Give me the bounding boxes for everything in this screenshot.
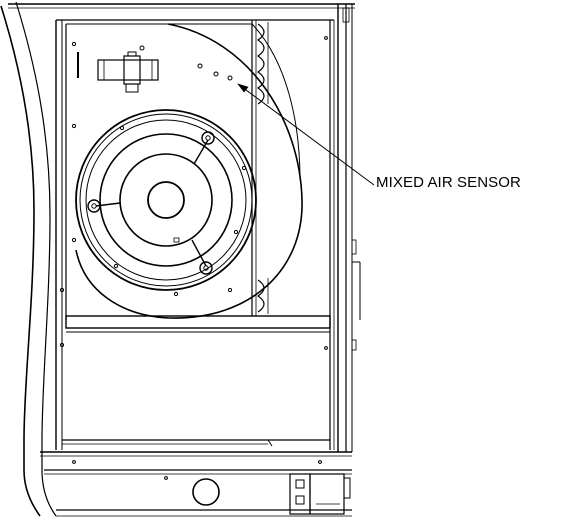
arrowhead-icon bbox=[237, 83, 249, 93]
mixed-air-sensor-label: MIXED AIR SENSOR bbox=[376, 174, 521, 191]
blower-housing bbox=[75, 23, 303, 319]
mixed-air-sensor bbox=[97, 45, 233, 93]
cabinet-right-frame bbox=[337, 3, 361, 452]
blower-support-rail bbox=[65, 315, 331, 333]
blower-wheel bbox=[75, 109, 257, 297]
lower-compartment bbox=[40, 439, 352, 517]
callout-leader bbox=[237, 83, 375, 186]
evaporator-coil bbox=[251, 20, 269, 316]
blower-compartment bbox=[55, 19, 335, 450]
cabinet-side-panel bbox=[0, 1, 355, 517]
